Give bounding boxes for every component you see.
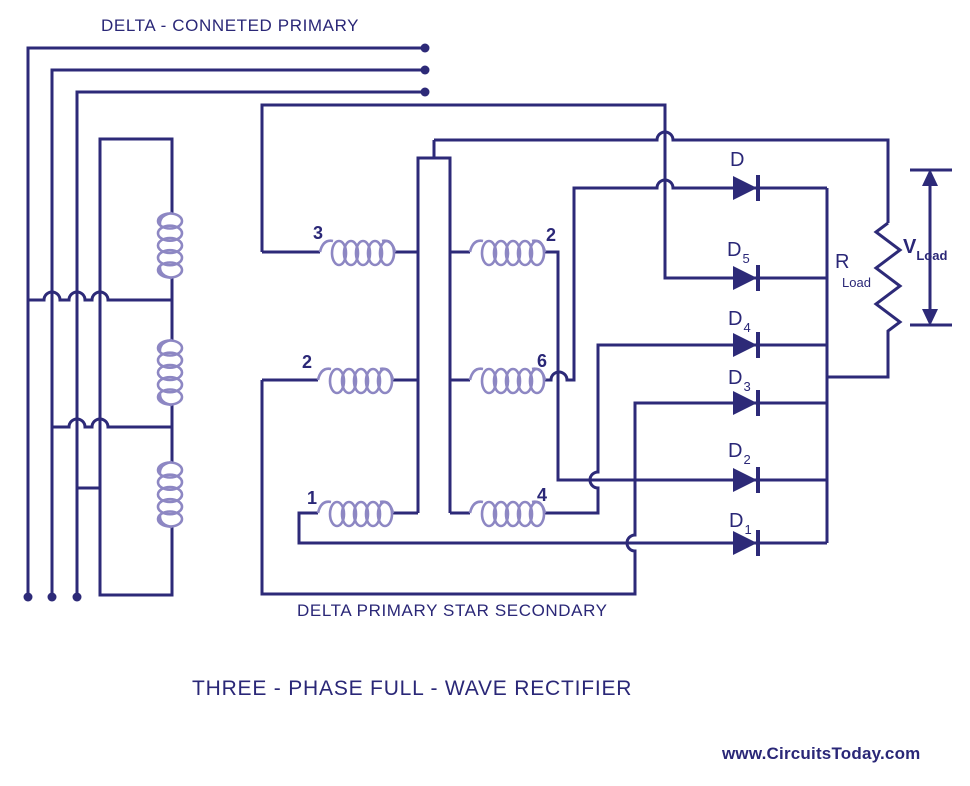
secondary-coil-3 <box>318 239 397 267</box>
winding-label-4: 4 <box>537 485 548 505</box>
diode-label-d5: D5 <box>727 239 750 266</box>
page-title: THREE - PHASE FULL - WAVE RECTIFIER <box>192 677 633 700</box>
primary-phase-line-2 <box>50 68 425 596</box>
winding2top-to-d2-wire <box>450 250 827 482</box>
delta-primary-loop <box>98 137 174 597</box>
secondary-coil-2mid <box>316 367 395 395</box>
diode-label-base: D <box>728 308 743 330</box>
rload-sub-label: Load <box>842 275 871 290</box>
primary-coil-3 <box>156 460 184 529</box>
terminal-dot <box>420 65 430 75</box>
diode-d4-symbol <box>731 330 760 360</box>
diode-d5-symbol <box>731 263 760 293</box>
diode-label-base: D <box>728 367 743 389</box>
diode-label-base: D <box>730 149 745 171</box>
primary-caption: DELTA - CONNETED PRIMARY <box>101 16 360 35</box>
winding-label-1: 1 <box>307 488 318 508</box>
diode-label-d: D <box>730 150 744 173</box>
secondary-coil-2top <box>468 239 547 267</box>
vload-arrow <box>910 168 952 327</box>
diode-label-d3: D3 <box>728 367 751 394</box>
winding1-to-d1-wire <box>297 511 827 545</box>
diode-label-d1: D1 <box>729 510 752 537</box>
primary-phase-line-1 <box>26 46 425 596</box>
diode-d2-symbol <box>731 465 760 495</box>
secondary-coil-6 <box>468 367 547 395</box>
winding-label-2-mid: 2 <box>302 352 313 372</box>
terminal-dot <box>47 592 57 602</box>
primary-tap-1 <box>28 290 172 302</box>
rload-label: R <box>835 251 850 273</box>
diode-label-base: D <box>729 510 744 532</box>
winding6-to-d-wire <box>545 178 827 382</box>
diode-label-sub: 3 <box>743 379 751 394</box>
terminal-dot <box>420 87 430 97</box>
star-point-bar <box>416 140 452 513</box>
primary-tap-2 <box>52 417 172 429</box>
terminal-dot <box>23 592 33 602</box>
terminal-dot <box>420 43 430 53</box>
diode-label-base: D <box>727 239 742 261</box>
diode-label-sub: 4 <box>743 320 751 335</box>
winding3-to-d5-wire <box>260 103 827 280</box>
diode-label-d2: D2 <box>728 440 751 467</box>
load-resistor-symbol <box>827 221 903 379</box>
winding-label-3: 3 <box>313 223 324 243</box>
winding-label-2-top: 2 <box>546 225 557 245</box>
secondary-coil-4 <box>468 500 547 528</box>
diode-label-sub: 2 <box>743 452 751 467</box>
terminal-dot <box>72 592 82 602</box>
vload-sub: Load <box>916 248 948 263</box>
vload-label: VLoad <box>903 236 948 263</box>
secondary-caption: DELTA PRIMARY STAR SECONDARY <box>297 601 608 620</box>
winding-label-6: 6 <box>537 351 548 371</box>
watermark: www.CircuitsToday.com <box>722 744 921 763</box>
secondary-coil-1 <box>316 500 395 528</box>
diode-d-symbol <box>731 173 760 203</box>
diode-label-d4: D4 <box>728 308 751 335</box>
primary-phase-line-3 <box>75 90 425 596</box>
diode-label-sub: 5 <box>742 251 750 266</box>
primary-coil-1 <box>156 211 184 280</box>
diode-label-base: D <box>728 440 743 462</box>
primary-coil-2 <box>156 338 184 407</box>
vload-base: V <box>903 236 917 258</box>
diode-label-sub: 1 <box>744 522 752 537</box>
winding4-to-d4-wire <box>450 343 827 515</box>
neutral-to-load-wire <box>434 130 890 223</box>
